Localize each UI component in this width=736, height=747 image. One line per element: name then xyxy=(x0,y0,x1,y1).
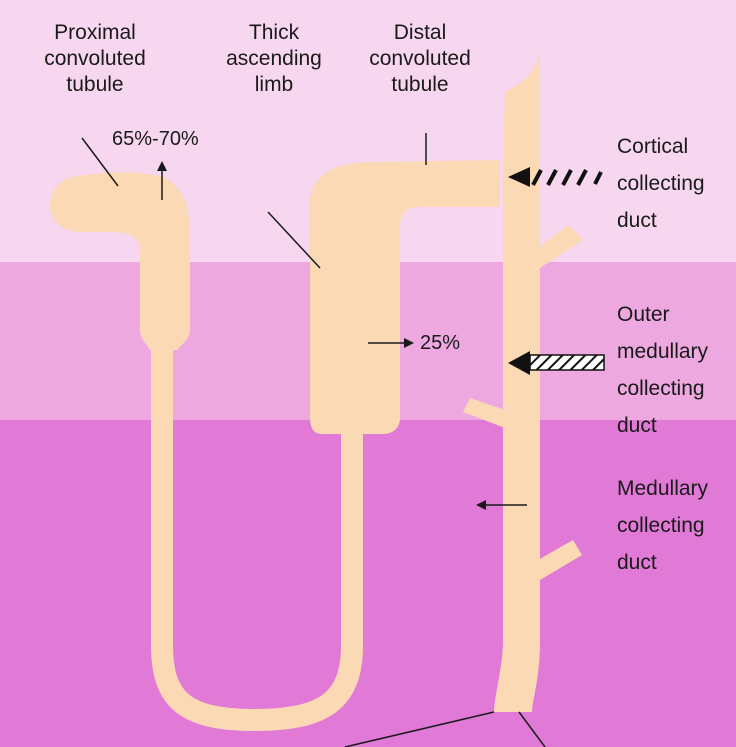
medullary-collecting-duct-label: Medullary collecting duct xyxy=(617,470,708,581)
thin-descending-limb xyxy=(151,340,173,645)
outer-medullary-arrow-shaft xyxy=(530,355,604,370)
thick-ascending-limb-label: Thick ascending limb xyxy=(212,20,336,98)
thick-limb-reabsorption-percent: 25% xyxy=(420,332,460,355)
thin-ascending-limb xyxy=(341,425,363,647)
outer-medullary-collecting-duct-label: Outer medullary collecting duct xyxy=(617,296,708,444)
proximal-reabsorption-percent: 65%-70% xyxy=(112,128,199,151)
distal-convoluted-tubule-label: Distal convoluted tubule xyxy=(355,20,485,98)
proximal-convoluted-tubule-label: Proximal convoluted tubule xyxy=(30,20,160,98)
cortical-collecting-duct-label: Cortical collecting duct xyxy=(617,128,705,239)
